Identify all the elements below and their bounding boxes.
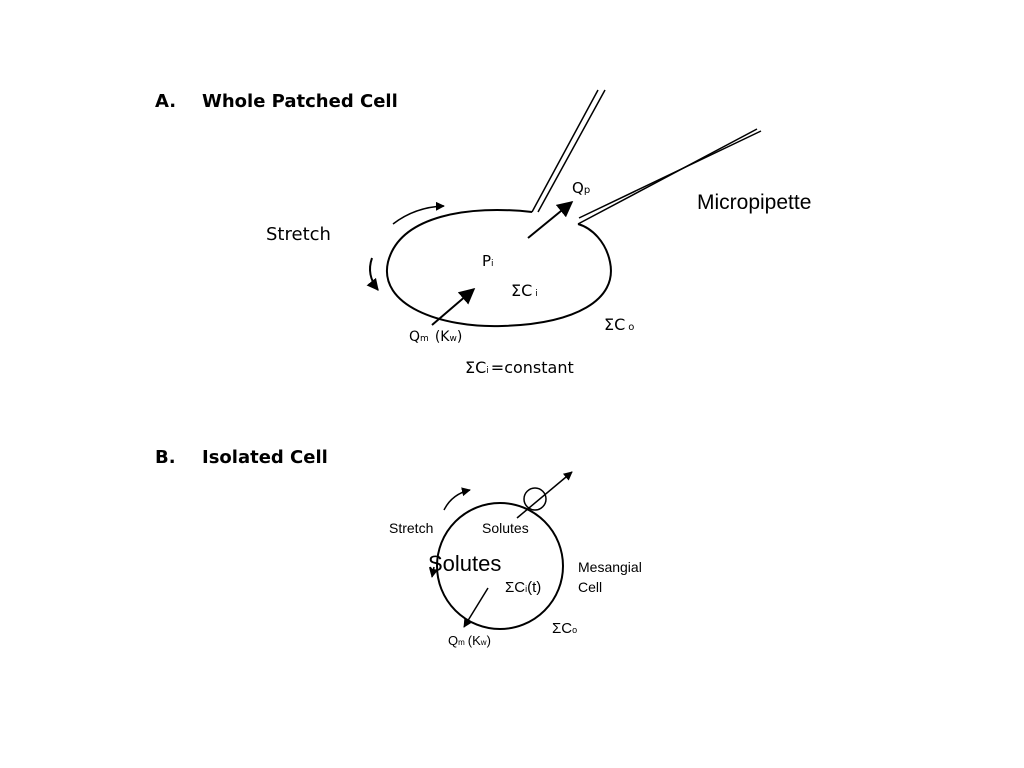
solute-channel-circle	[523, 487, 547, 511]
panel-b-title: Isolated Cell	[202, 447, 328, 468]
stretch-arrow-bottom	[366, 257, 379, 291]
stretch-arrow-b-left	[429, 566, 439, 578]
stretch-arrow-top	[392, 201, 445, 225]
qm-arrow-b	[463, 587, 489, 628]
stretch-arrow-b-top	[443, 487, 471, 511]
qm-label-a: Qm(Kw)	[409, 329, 462, 345]
panel-a: A. Whole Patched Cell Qp Micropipette St…	[155, 89, 811, 377]
qm-arrow-a	[431, 287, 476, 326]
micropipette-label: Micropipette	[697, 191, 811, 214]
panel-a-letter: A.	[155, 91, 176, 112]
panel-b-letter: B.	[155, 447, 176, 468]
solute-efflux-arrow	[516, 471, 573, 519]
qm-label-b: Qm(Kw)	[448, 633, 491, 648]
qp-arrow	[527, 200, 574, 239]
patched-cell-membrane	[385, 209, 612, 328]
panel-b: B. Isolated Cell Stretch Solutes Solutes…	[155, 447, 642, 648]
sum-ci-constant-label: ΣCi=constant	[465, 358, 574, 377]
mesangial-label-line2: Cell	[578, 579, 602, 595]
solutes-small-label: Solutes	[482, 520, 529, 536]
panel-a-title: Whole Patched Cell	[202, 91, 398, 112]
pi-label: Pi	[482, 252, 494, 270]
stretch-label-b: Stretch	[389, 520, 433, 536]
qp-label: Qp	[572, 179, 590, 197]
sum-ci-t-label: ΣCi(t)	[505, 579, 541, 596]
mesangial-label-line1: Mesangial	[578, 559, 642, 575]
sum-co-label-b: ΣCo	[552, 620, 577, 637]
stretch-label-a: Stretch	[266, 224, 331, 245]
solutes-large-label: Solutes	[428, 551, 501, 576]
micropipette-shape	[531, 89, 762, 225]
isolated-cell-membrane	[436, 502, 564, 630]
